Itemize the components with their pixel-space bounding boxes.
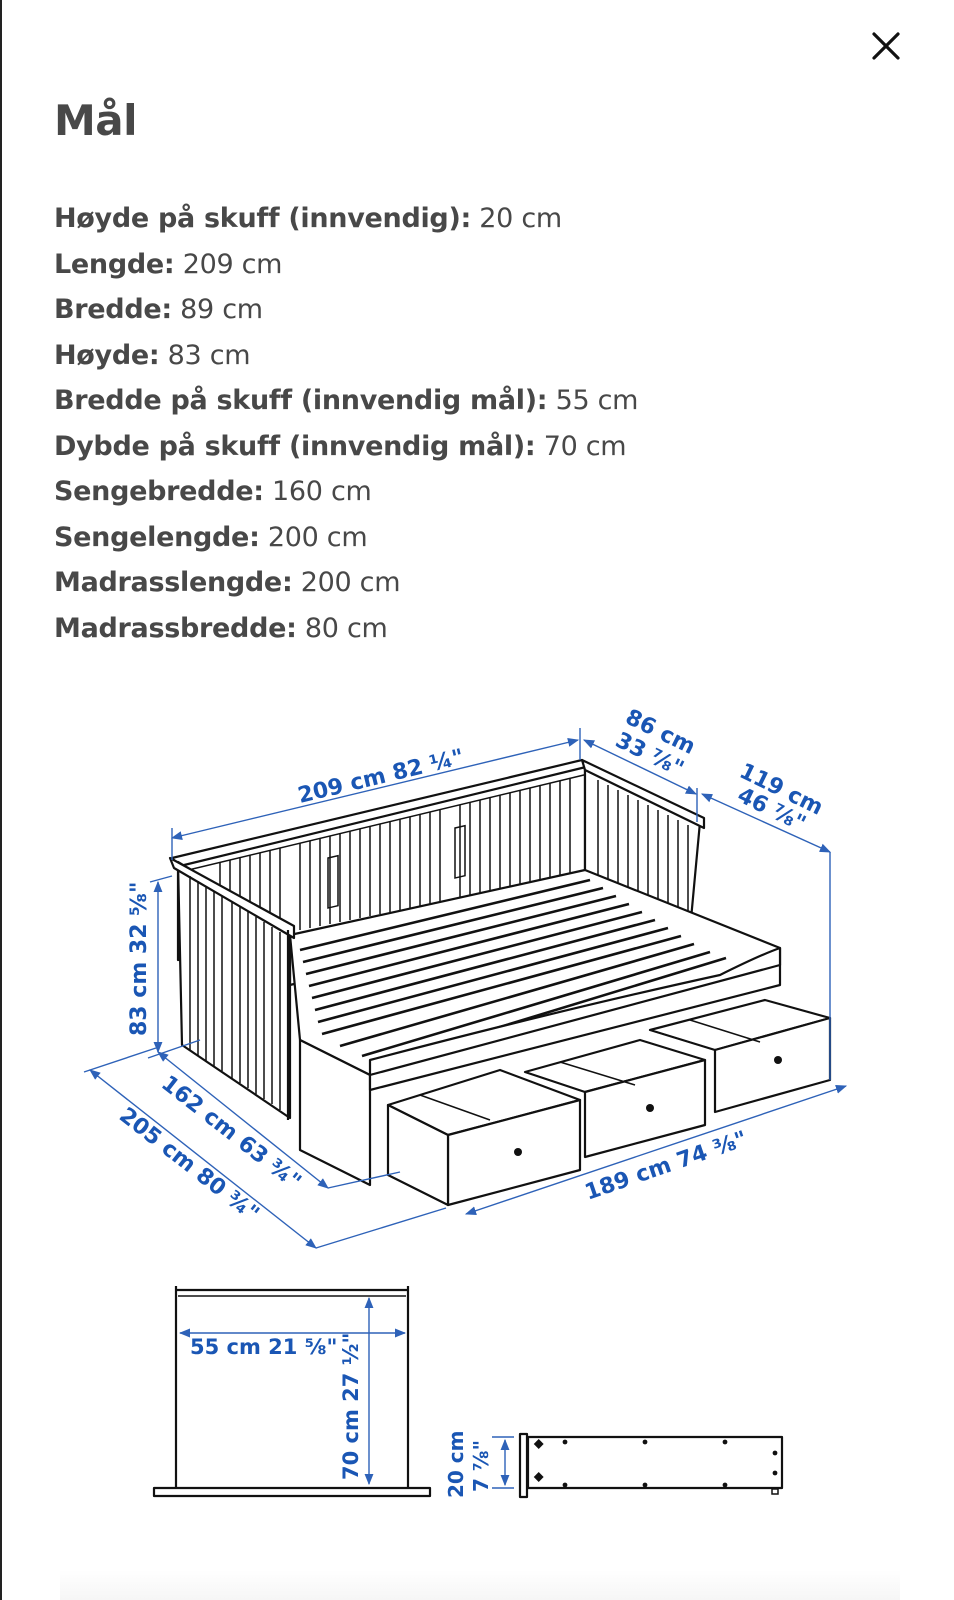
- drawer-side-view: 20 cm 7 ⅞": [444, 1431, 784, 1499]
- window-edge: [0, 0, 2, 1600]
- spec-label: Høyde på skuff (innvendig):: [54, 203, 471, 234]
- spec-label: Madrasslengde:: [54, 567, 293, 598]
- spec-value: 200 cm: [292, 567, 401, 598]
- drawer-width-dimension: 55 cm 21 ⅝": [190, 1335, 337, 1359]
- spec-row: Sengebredde: 160 cm: [54, 469, 638, 515]
- spec-row: Høyde: 83 cm: [54, 333, 638, 379]
- spec-value: 70 cm: [535, 430, 627, 462]
- spec-label: Lengde:: [54, 248, 175, 280]
- close-button[interactable]: [866, 26, 906, 66]
- drawer-depth-dimension: 70 cm 27 ½": [339, 1333, 363, 1480]
- spec-label: Sengebredde:: [54, 476, 264, 507]
- spec-value: 83 cm: [159, 339, 251, 371]
- spec-row: Dybde på skuff (innvendig mål): 70 cm: [54, 424, 638, 470]
- spec-row: Lengde: 209 cm: [54, 242, 638, 288]
- close-icon: [872, 32, 900, 60]
- spec-label: Dybde på skuff (innvendig mål):: [54, 430, 536, 462]
- spec-value: 55 cm: [547, 385, 639, 416]
- spec-row: Bredde: 89 cm: [54, 287, 638, 333]
- dialog-title: Mål: [54, 96, 138, 145]
- spec-row: Madrassbredde: 80 cm: [54, 606, 638, 652]
- drawer-height-in-dimension: 7 ⅞": [469, 1440, 493, 1492]
- spec-value: 80 cm: [296, 612, 388, 644]
- spec-label: Bredde på skuff (innvendig mål):: [54, 385, 548, 416]
- spec-row: Sengelengde: 200 cm: [54, 515, 638, 561]
- spec-value: 160 cm: [263, 476, 372, 507]
- spec-value: 20 cm: [471, 203, 562, 234]
- spec-row: Bredde på skuff (innvendig mål): 55 cm: [54, 378, 638, 424]
- height-dimension: 83 cm 32 ⅝": [127, 882, 152, 1036]
- spec-label: Høyde:: [54, 339, 160, 371]
- spec-label: Sengelengde:: [54, 521, 260, 553]
- drawer-top-view: 55 cm 21 ⅝" 70 cm 27 ½": [152, 1286, 432, 1498]
- spec-value: 209 cm: [174, 248, 283, 280]
- scroll-fade: [60, 1570, 900, 1600]
- spec-row: Høyde på skuff (innvendig): 20 cm: [54, 196, 638, 242]
- drawer-height-cm-dimension: 20 cm: [444, 1431, 468, 1499]
- spec-value: 200 cm: [259, 521, 368, 553]
- spec-label: Bredde:: [54, 294, 172, 325]
- full-width-dimension: 205 cm 80 ¾": [114, 1103, 263, 1227]
- dimension-diagram: 209 cm 82 ¼" 86 cm 33 ⅞" 119 cm 46 ⅞" 83…: [83, 705, 848, 1499]
- spec-label: Madrassbredde:: [54, 612, 297, 644]
- dimensions-list: Høyde på skuff (innvendig): 20 cm Lengde…: [54, 196, 638, 651]
- spec-row: Madrasslengde: 200 cm: [54, 560, 638, 606]
- spec-value: 89 cm: [171, 294, 263, 325]
